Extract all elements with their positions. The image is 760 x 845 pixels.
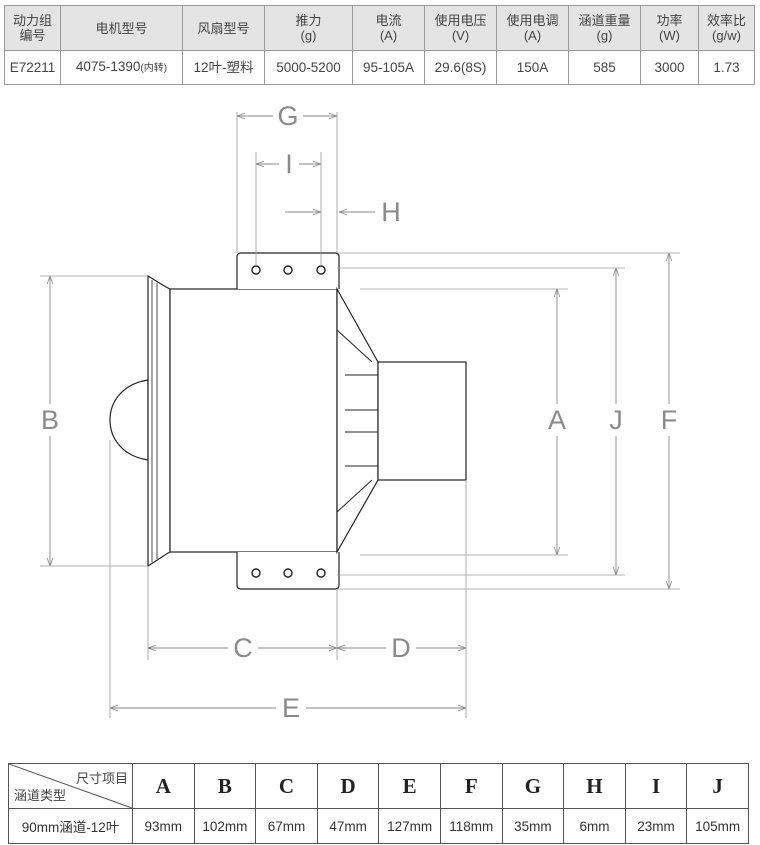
dim-label-h: H — [381, 197, 401, 227]
dim-value-e: 127mm — [378, 808, 441, 844]
spec-cell-current: 95-105A — [352, 50, 425, 85]
dim-corner-cell: 尺寸项目 涵道类型 — [8, 763, 133, 809]
dim-corner-top: 尺寸项目 — [75, 771, 128, 786]
duct-body — [169, 288, 338, 553]
motor-can — [377, 361, 467, 481]
dim-header-a: A — [132, 763, 195, 809]
spec-header-current: 电流(A) — [352, 5, 425, 51]
dim-value-h: 6mm — [563, 808, 626, 844]
dim-label-c: C — [233, 633, 253, 663]
dim-data-row: 90mm涵道-12叶 93mm 102mm 67mm 47mm 127mm 11… — [8, 808, 749, 844]
spec-cell-weight: 585 — [568, 50, 641, 85]
spec-cell-voltage: 29.6(8S) — [424, 50, 497, 85]
spec-data-row: E72211 4075-1390(内转) 12叶-塑料 5000-5200 95… — [4, 50, 755, 85]
dim-header-c: C — [255, 763, 318, 809]
dim-header-f: F — [439, 763, 503, 809]
spec-header-thrust: 推力(g) — [264, 5, 353, 51]
dim-label-a: A — [548, 405, 566, 435]
spec-cell-motor: 4075-1390(内转) — [60, 50, 183, 85]
dim-label-e: E — [282, 693, 300, 723]
fan-body — [109, 252, 467, 590]
nose-cone — [109, 379, 149, 461]
dim-value-g: 35mm — [501, 808, 565, 844]
dim-corner-bottom: 涵道类型 — [14, 788, 67, 803]
intake-lip — [147, 274, 171, 568]
motor-note: (内转) — [140, 63, 168, 74]
dim-value-i: 23mm — [624, 808, 688, 844]
dim-header-e: E — [378, 763, 441, 809]
dim-label-f: F — [661, 405, 678, 435]
spec-cell-efficiency: 1.73 — [698, 50, 755, 85]
dim-header-d: D — [316, 763, 380, 809]
spec-header-code: 动力组编号 — [4, 5, 61, 51]
dim-label-b: B — [41, 405, 59, 435]
dimension-table: 尺寸项目 涵道类型 A B C D E F G H I J 90mm涵道-12叶… — [8, 763, 749, 844]
spec-cell-fan: 12叶-塑料 — [182, 50, 265, 85]
exhaust-cone — [336, 286, 379, 555]
spec-header-voltage: 使用电压(V) — [424, 5, 497, 51]
dim-label-i: I — [285, 149, 293, 179]
dim-header-j: J — [686, 763, 749, 809]
dim-header-h: H — [563, 763, 626, 809]
dim-value-d: 47mm — [316, 808, 380, 844]
spec-header-esc: 使用电调(A) — [496, 5, 569, 51]
spec-header-weight: 涵道重量(g) — [568, 5, 641, 51]
dim-value-f: 118mm — [439, 808, 503, 844]
dim-row-label: 90mm涵道-12叶 — [8, 808, 133, 844]
dim-header-g: G — [501, 763, 565, 809]
dim-label-j: J — [609, 405, 623, 435]
spec-cell-code: E72211 — [4, 50, 61, 85]
dim-header-b: B — [193, 763, 257, 809]
dim-header-row: 尺寸项目 涵道类型 A B C D E F G H I J — [8, 763, 749, 809]
spec-cell-power: 3000 — [640, 50, 699, 85]
extension-lines — [40, 112, 680, 718]
dim-value-b: 102mm — [193, 808, 257, 844]
dim-header-i: I — [624, 763, 688, 809]
dim-value-a: 93mm — [132, 808, 195, 844]
spec-header-efficiency: 效率比(g/w) — [698, 5, 755, 51]
dim-label-g: G — [277, 101, 298, 131]
spec-cell-esc: 150A — [496, 50, 569, 85]
dim-value-c: 67mm — [255, 808, 318, 844]
dim-label-d: D — [391, 633, 411, 663]
edf-dimension-drawing: G I H B A J F C D E — [36, 101, 683, 723]
dim-value-j: 105mm — [686, 808, 749, 844]
spec-header-row: 动力组编号 电机型号 风扇型号 推力(g) 电流(A) 使用电压(V) 使用电调… — [4, 5, 755, 51]
spec-header-power: 功率(W) — [640, 5, 699, 51]
spec-cell-thrust: 5000-5200 — [264, 50, 353, 85]
spec-table: 动力组编号 电机型号 风扇型号 推力(g) 电流(A) 使用电压(V) 使用电调… — [4, 5, 755, 85]
spec-header-fan: 风扇型号 — [182, 5, 265, 51]
spec-header-motor: 电机型号 — [60, 5, 183, 51]
